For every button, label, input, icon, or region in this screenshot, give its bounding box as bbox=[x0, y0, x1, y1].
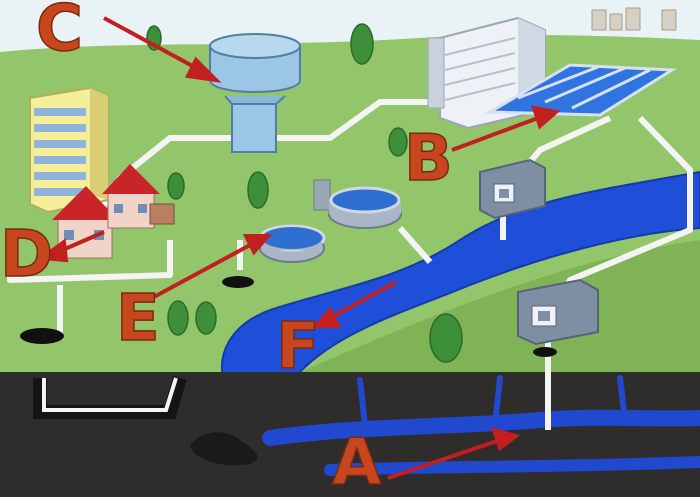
arrowhead-a bbox=[490, 427, 521, 452]
distant-town-icon bbox=[591, 7, 677, 31]
arrow-e bbox=[151, 242, 253, 300]
tree-icon bbox=[146, 23, 463, 363]
aquifer bbox=[262, 375, 700, 476]
label-d: D bbox=[0, 218, 53, 292]
apartment-building-icon bbox=[29, 86, 109, 214]
sewer-pipe-inner bbox=[42, 377, 178, 412]
arrow-b bbox=[451, 116, 539, 152]
shed bbox=[149, 203, 175, 225]
grass-far-bank bbox=[300, 240, 700, 372]
label-arrows bbox=[36, 16, 561, 480]
sewer-manhole-icon bbox=[20, 328, 64, 344]
sewer-manhole-icon bbox=[222, 276, 254, 288]
sewer-manhole-icon bbox=[533, 347, 557, 357]
house-icon bbox=[102, 164, 160, 229]
water-tower-icon bbox=[209, 33, 301, 153]
pollution-blob bbox=[190, 432, 258, 466]
label-e: E bbox=[116, 282, 160, 356]
house-icon bbox=[52, 186, 118, 259]
pump-station-icon bbox=[479, 158, 546, 220]
label-c: C bbox=[36, 0, 83, 66]
pump-station-icon bbox=[517, 278, 599, 346]
arrowhead-c bbox=[184, 56, 222, 83]
settling-tank-icon bbox=[258, 224, 326, 263]
label-b: B bbox=[404, 122, 453, 196]
arrowhead-b bbox=[531, 105, 561, 130]
arrowhead-d bbox=[36, 238, 69, 263]
arrow-f bbox=[329, 280, 397, 320]
label-a: A bbox=[332, 426, 382, 497]
arrowhead-e bbox=[242, 234, 273, 256]
treatment-plant-icon bbox=[427, 16, 677, 130]
arrow-a bbox=[387, 438, 501, 480]
settling-tank-icon bbox=[313, 179, 402, 229]
arrow-c bbox=[103, 16, 201, 72]
arrowhead-f bbox=[311, 306, 342, 328]
label-f: F bbox=[276, 310, 320, 384]
